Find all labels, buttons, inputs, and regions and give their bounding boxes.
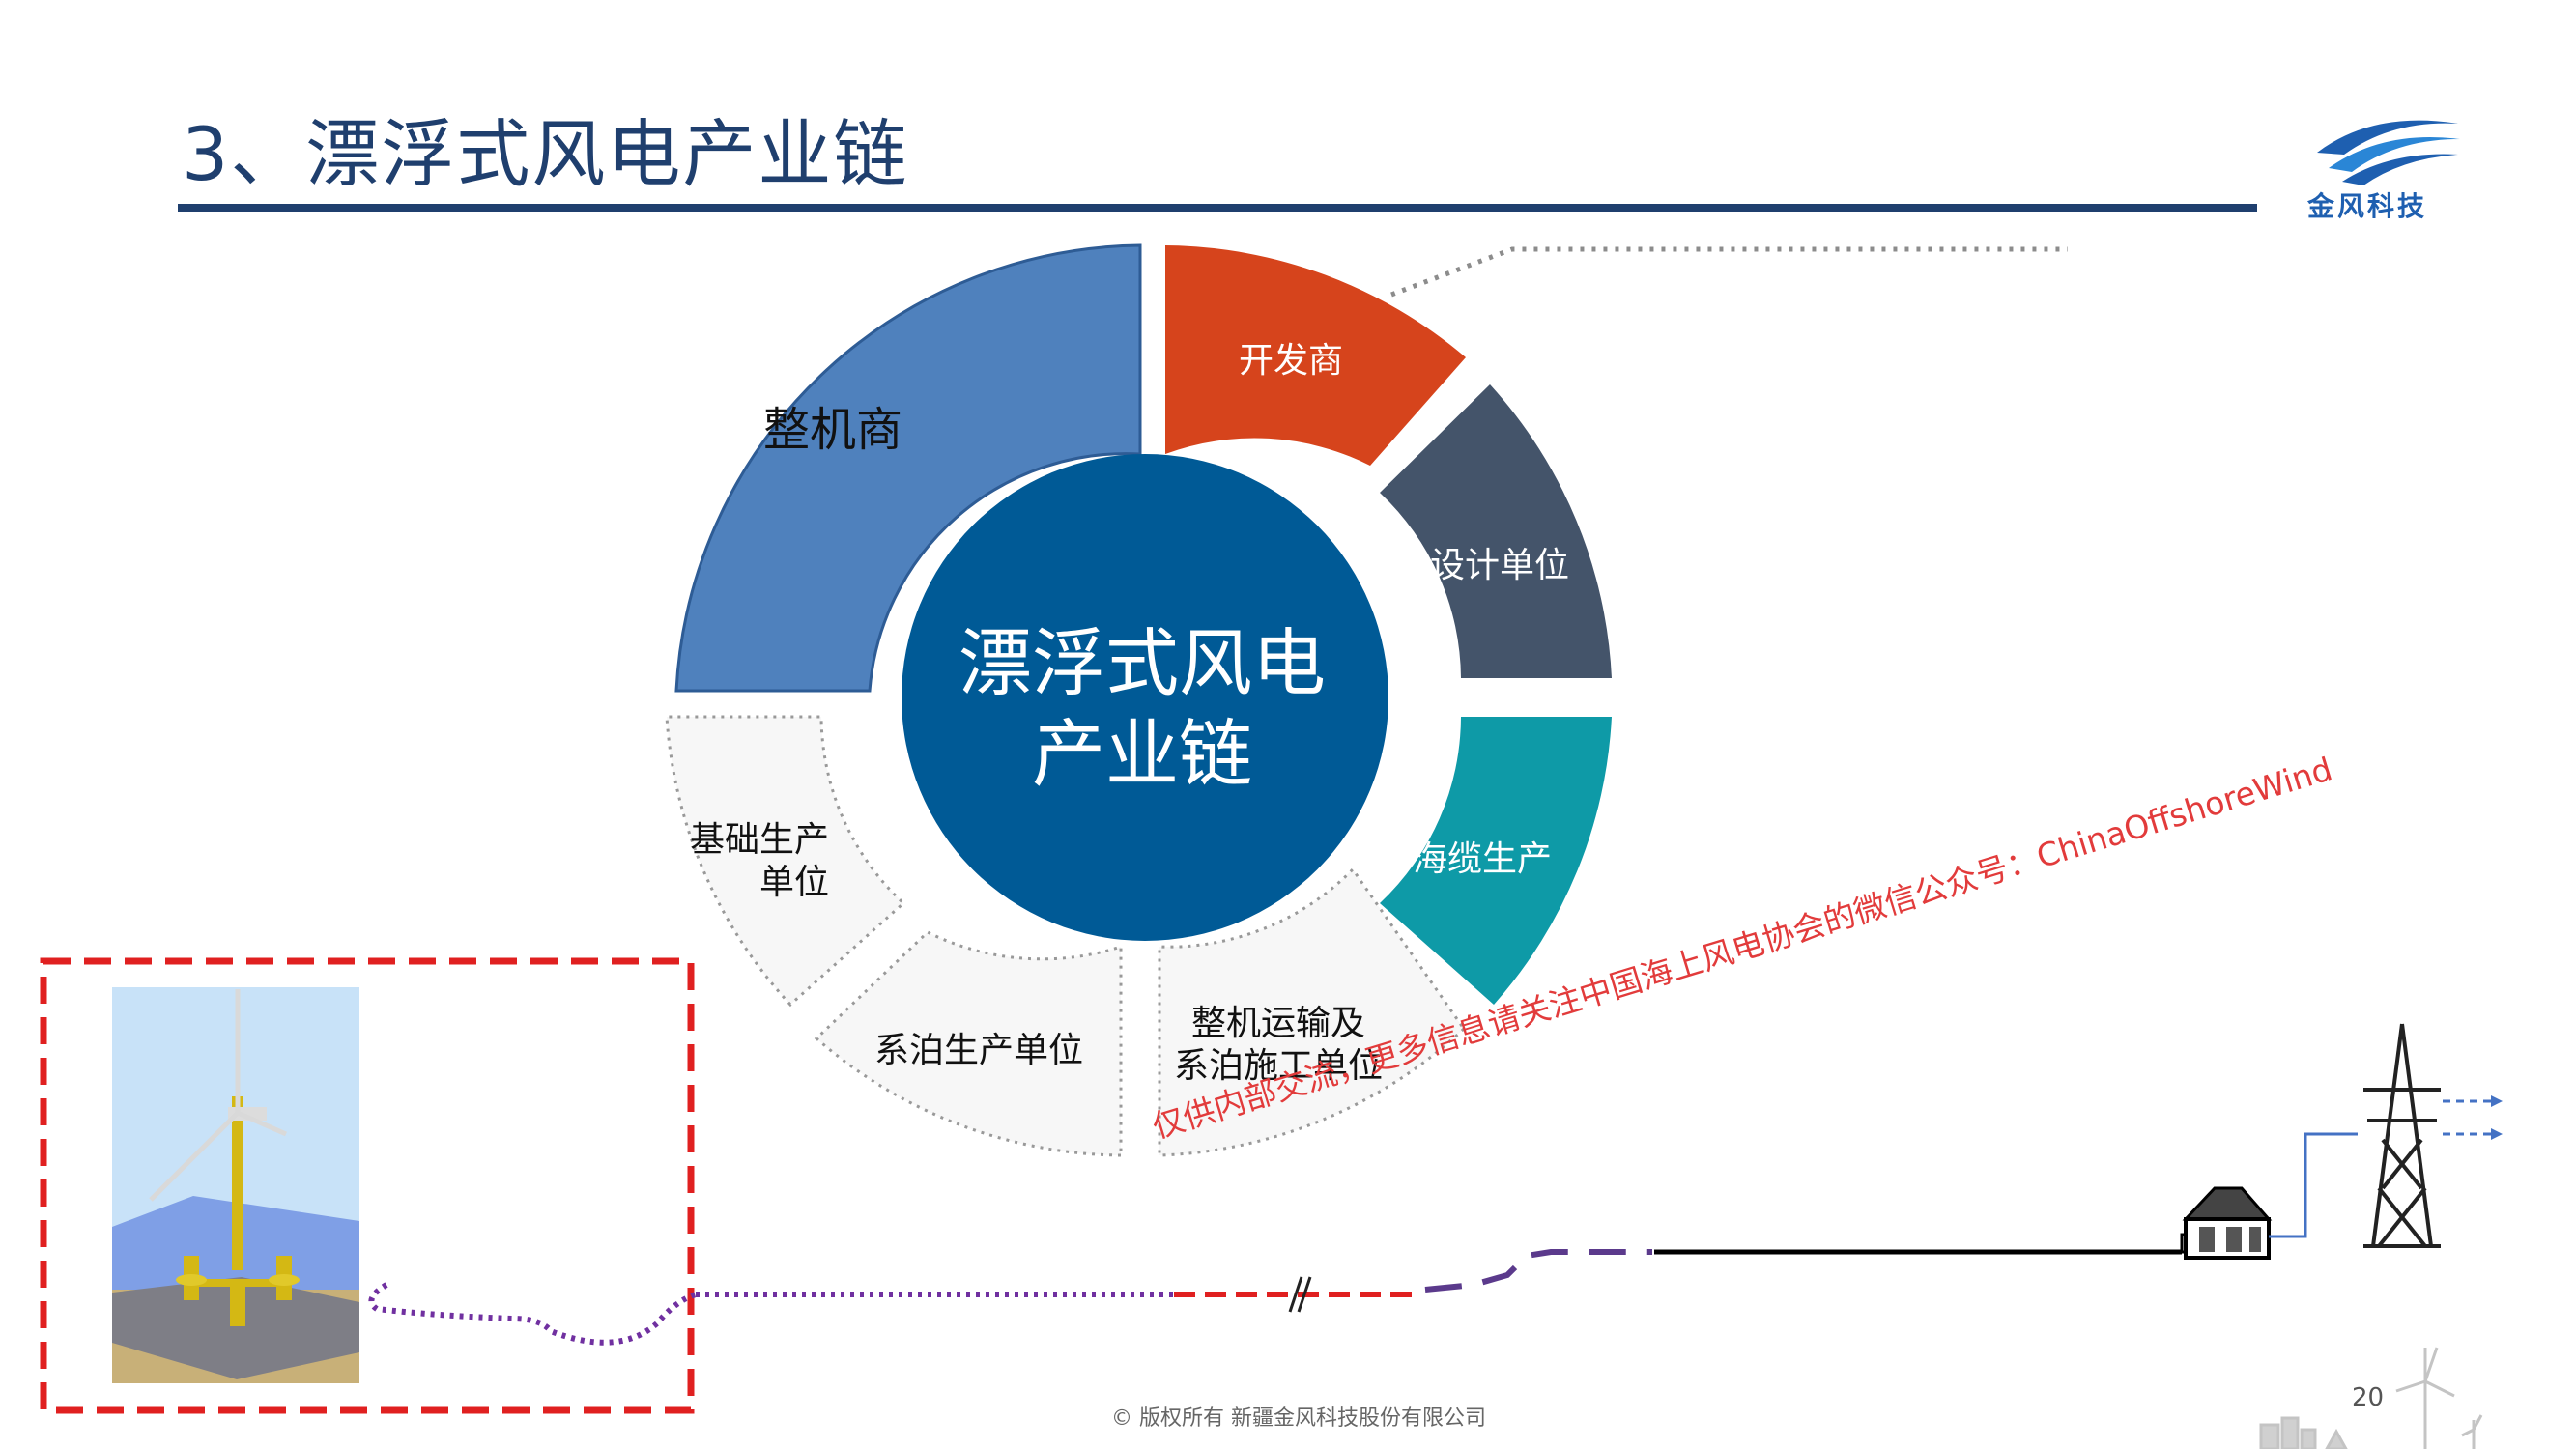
label-foundation: 基础生产 单位 xyxy=(684,819,829,904)
label-foundation-line2: 单位 xyxy=(758,863,829,902)
label-transport-line1: 整机运输及 xyxy=(1191,1004,1366,1043)
title-divider xyxy=(178,204,2257,212)
slide-title: 3、漂浮式风电产业链 xyxy=(182,111,909,197)
label-design: 设计单位 xyxy=(1430,546,1570,585)
label-transport: 整机运输及 系泊施工单位 xyxy=(1174,1003,1383,1088)
ring-segment-design xyxy=(1380,384,1612,678)
turbine-highlight-box xyxy=(40,957,695,1414)
label-developer: 开发商 xyxy=(1239,341,1344,381)
center-line-1: 漂浮式风电 xyxy=(959,620,1326,706)
label-oem: 整机商 xyxy=(763,403,903,457)
ring-segment-oem xyxy=(674,243,1142,693)
substation-icon xyxy=(2180,1186,2273,1260)
transmission-tower-icon xyxy=(2363,1023,2441,1248)
ring-segment-transport xyxy=(1158,867,1466,1157)
goldwind-logo-icon xyxy=(2317,120,2460,185)
cable-break-mark-1 xyxy=(1288,1276,1303,1313)
ring-segment-foundation xyxy=(665,715,906,1008)
page-number: 20 xyxy=(2352,1383,2385,1412)
callout-line xyxy=(1390,246,2068,298)
ring-center xyxy=(902,454,1388,941)
export-cable-dashed xyxy=(1424,1249,1652,1293)
substation-link xyxy=(2269,1132,2358,1238)
ring-segment-cable xyxy=(1380,717,1612,1005)
ring-segment-developer xyxy=(1165,245,1466,466)
center-line-2: 产业链 xyxy=(1032,711,1252,797)
ring-segment-mooring xyxy=(814,930,1123,1157)
label-cable: 海缆生产 xyxy=(1413,839,1553,879)
copyright-footer: © 版权所有 新疆金风科技股份有限公司 xyxy=(1111,1406,1486,1431)
decorative-skyline-icon xyxy=(2259,1347,2483,1449)
label-foundation-line1: 基础生产 xyxy=(689,820,829,860)
label-mooring: 系泊生产单位 xyxy=(874,1031,1084,1070)
ring-center-text: 漂浮式风电 产业链 xyxy=(881,618,1403,800)
floating-turbine-illustration xyxy=(112,987,359,1383)
cable-break-mark-2 xyxy=(1297,1276,1312,1313)
label-transport-line2: 系泊施工单位 xyxy=(1174,1046,1384,1086)
logo-text: 金风科技 xyxy=(2307,190,2428,222)
dynamic-cable xyxy=(368,1282,697,1346)
